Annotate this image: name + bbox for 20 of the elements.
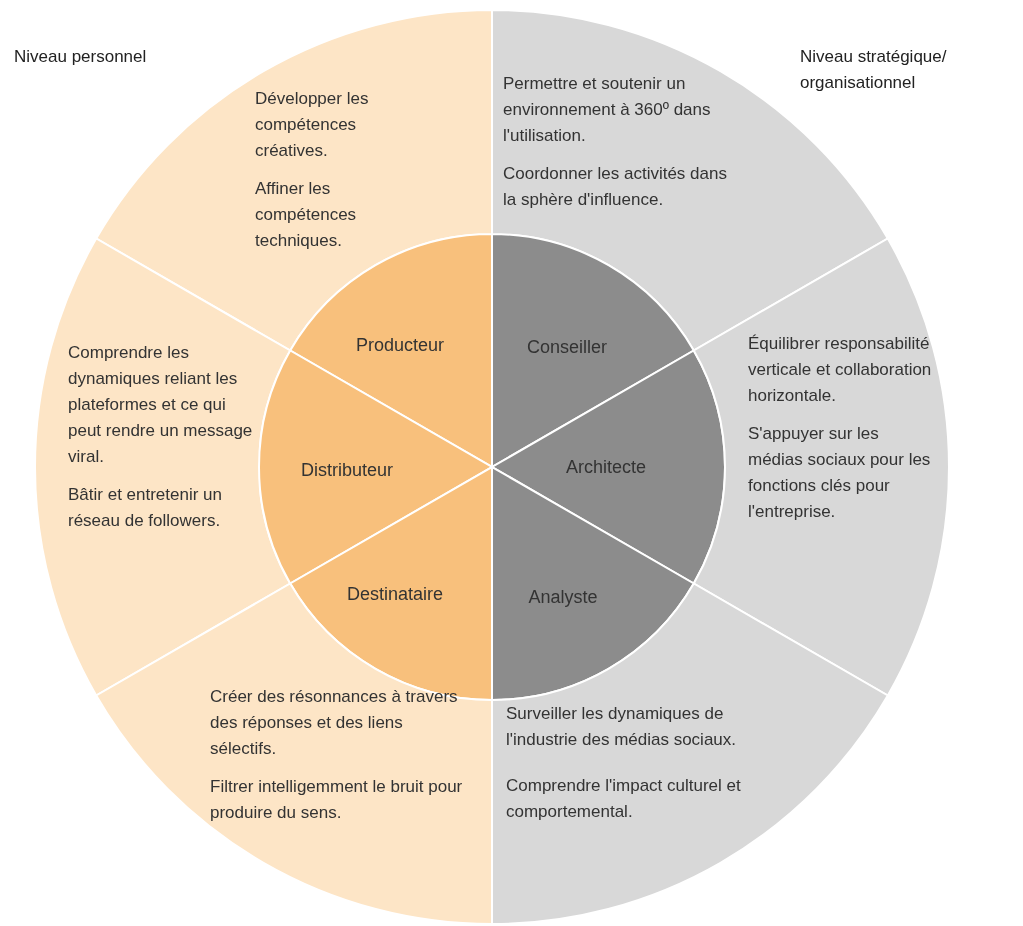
role-label: Distributeur: [301, 458, 393, 482]
description-text: Permettre et soutenir un environnement à 360º dans l'utilisation.: [503, 73, 712, 147]
level-heading: Niveau stratégique/ organisationnel: [800, 46, 948, 94]
description-text: Équilibrer responsabilité verticale et collaboration horizontale.: [748, 333, 933, 407]
description-text: Créer des résonnances à travers des réponses et des liens sélectifs.: [210, 686, 459, 760]
description-text: Développer les compétences créatives.: [255, 88, 370, 162]
description-text: Coordonner les activités dans la sphère d'influence.: [503, 163, 728, 211]
level-heading: Niveau personnel: [14, 46, 147, 68]
description-text: Comprendre les dynamiques reliant les plateformes et ce qui peut rendre un message viral.: [68, 342, 254, 468]
description-text: Filtrer intelligemment le bruit pour produire du sens.: [210, 776, 464, 824]
description-text: Surveiller les dynamiques de l'industrie des médias sociaux.: [506, 703, 738, 751]
description-text: Affiner les compétences techniques.: [255, 178, 358, 252]
description-text: S'appuyer sur les médias sociaux pour les fonctions clés pour l'entreprise.: [748, 423, 932, 523]
role-label: Conseiller: [527, 335, 607, 359]
description-text: Bâtir et entretenir un réseau de followers.: [68, 484, 224, 532]
description-text: Comprendre l'impact culturel et comportemental.: [506, 775, 742, 823]
role-label: Analyste: [528, 585, 598, 609]
role-label: Producteur: [355, 333, 445, 357]
role-label: Destinataire: [347, 582, 443, 606]
role-label: Architecte: [566, 455, 646, 479]
